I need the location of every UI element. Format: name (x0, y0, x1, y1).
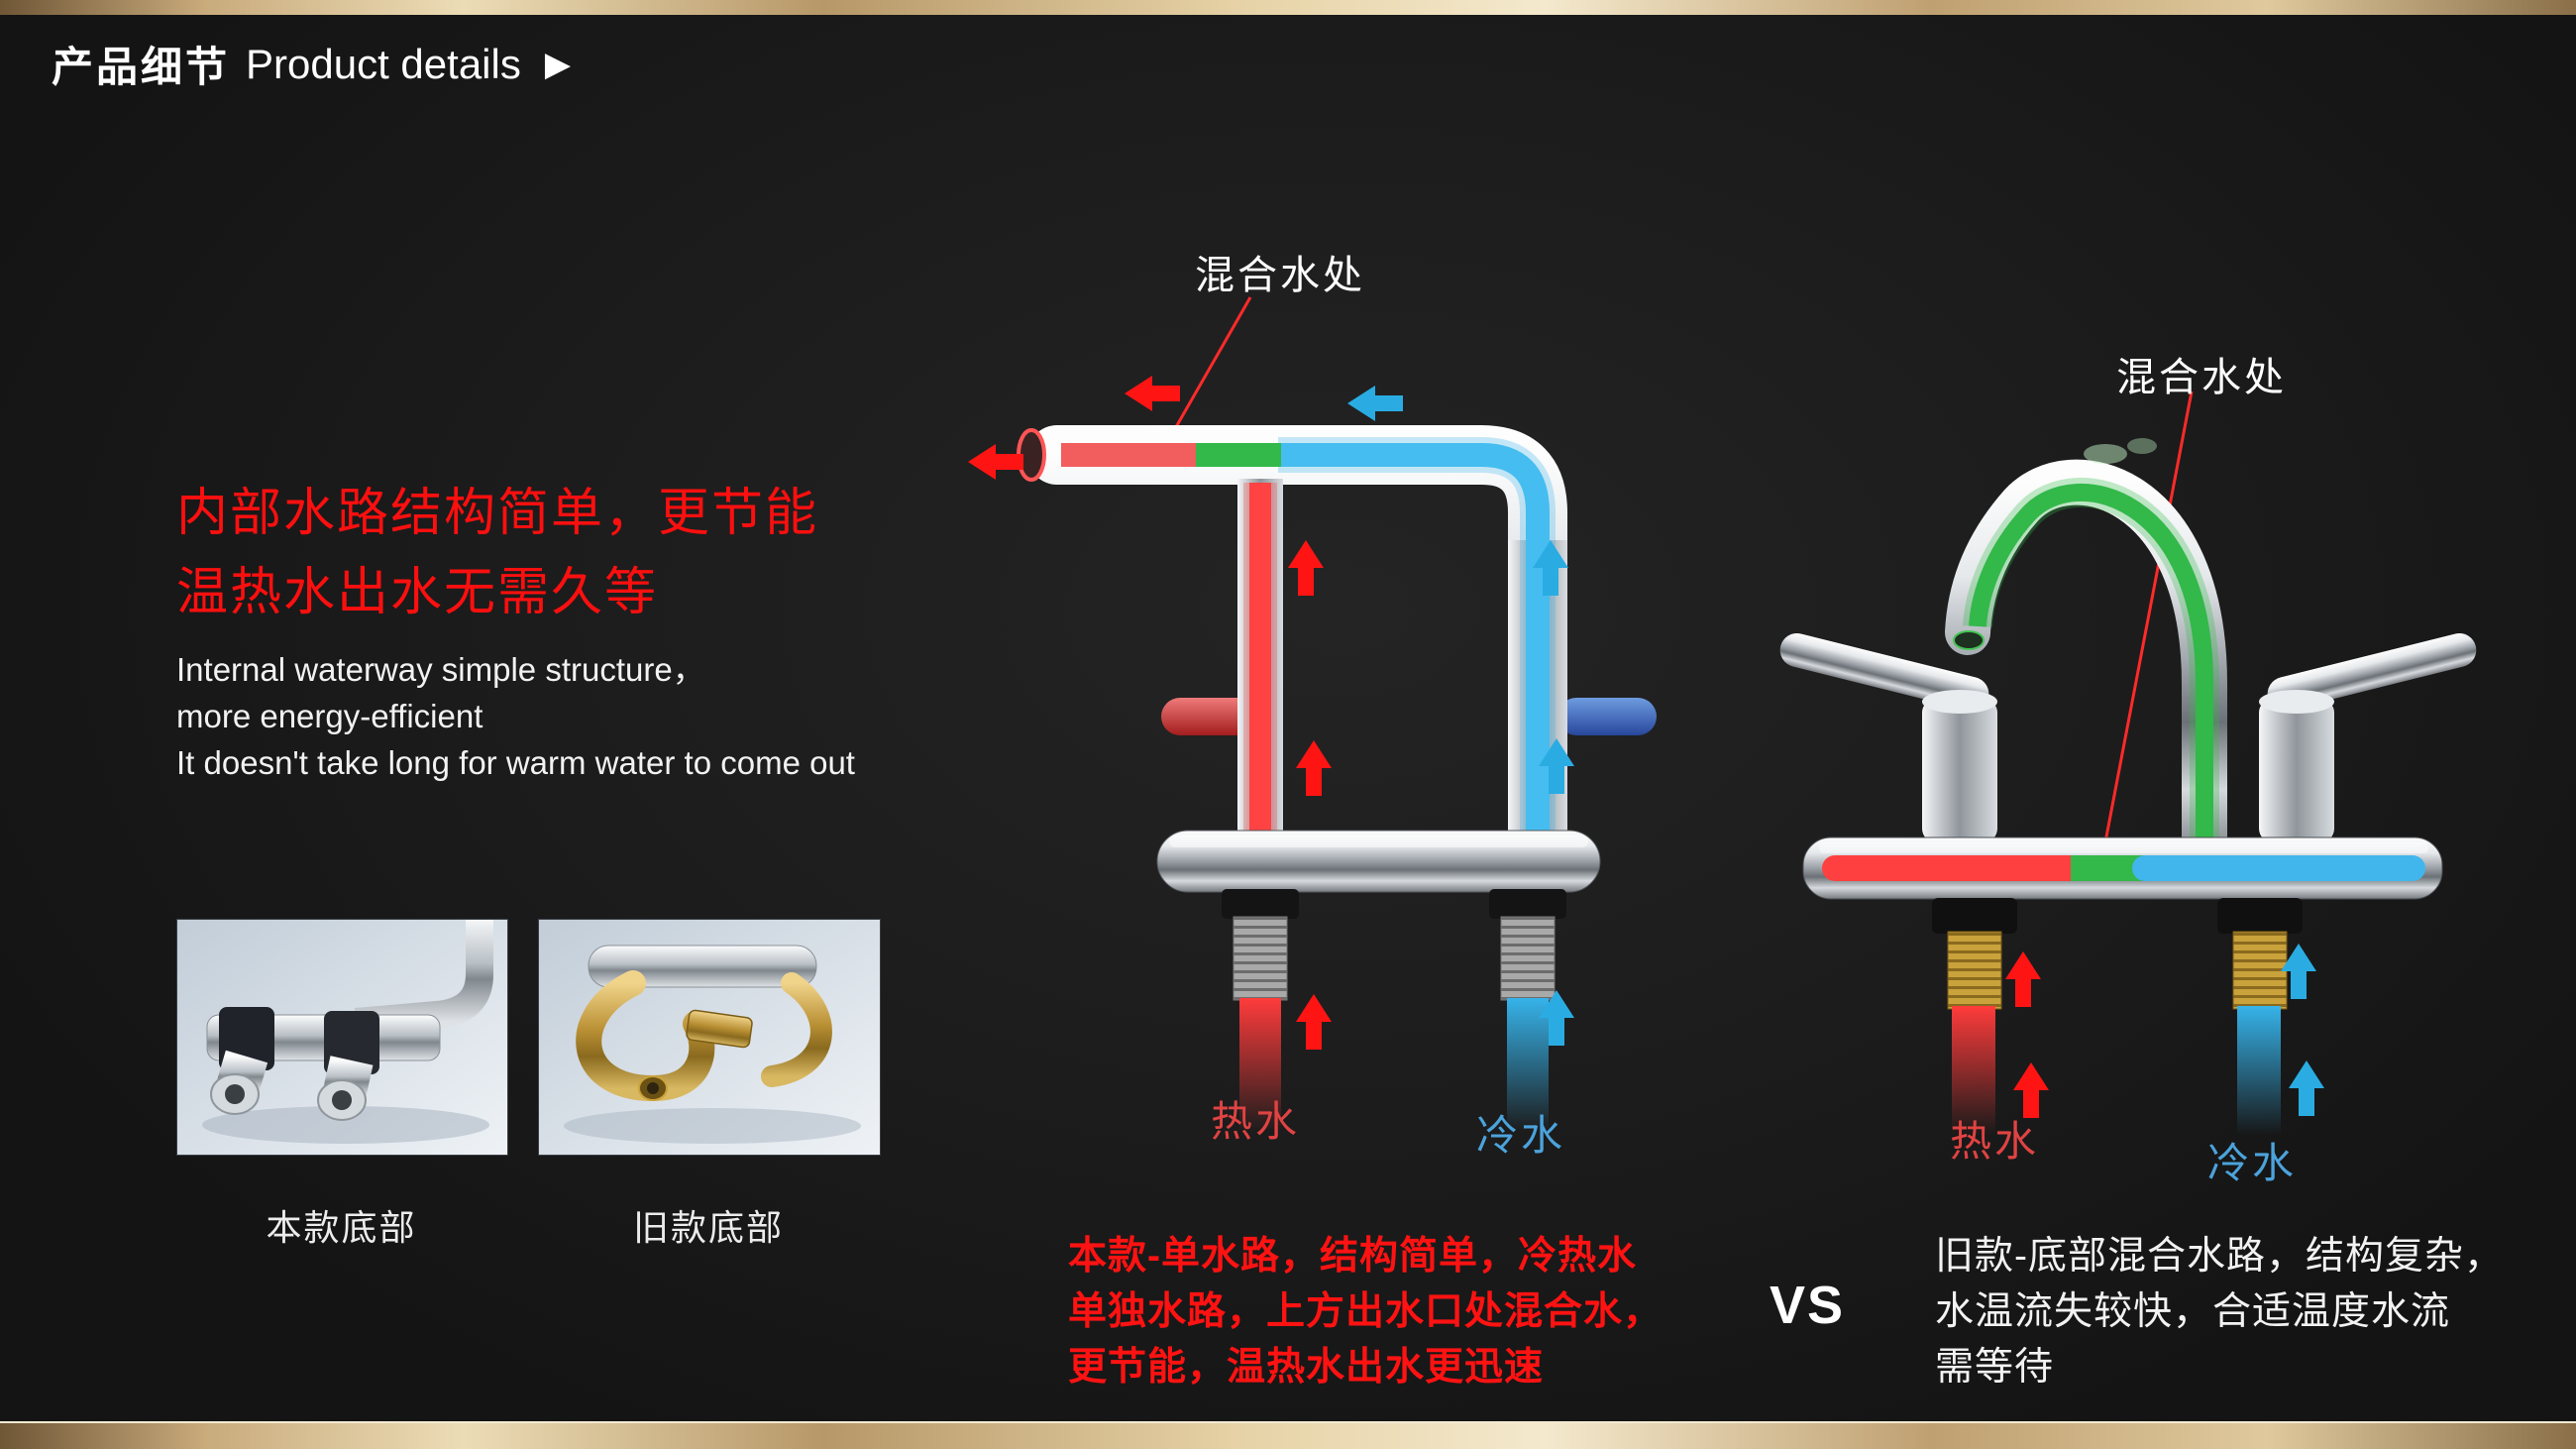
intro-body-line3: It doesn't take long for warm water to c… (176, 744, 855, 781)
new-model-caption-line2: 单独水路，上方出水口处混合水， (1068, 1290, 1664, 1333)
handles (1161, 698, 1657, 735)
old-model-caption-line1: 旧款-底部混合水路，结构复杂， (1935, 1235, 2504, 1278)
intro-body-line2: more energy-efficient (176, 698, 483, 734)
new-model-caption-line3: 更节能，温热水出水更迅速 (1068, 1346, 1545, 1389)
intro-heading-line1: 内部水路结构简单，更节能 (176, 485, 819, 542)
supply-shanks (1932, 898, 2303, 1135)
old-model-bottom-illustration (539, 920, 880, 1155)
new-model-caption: 本款-单水路，结构简单，冷热水 单独水路，上方出水口处混合水， 更节能，温热水出… (1068, 1229, 1663, 1395)
old-model-caption: 旧款-底部混合水路，结构复杂， 水温流失较快，合适温度水流 需等待 (1935, 1229, 2504, 1395)
old-model-cold-label: 冷水 (2207, 1140, 2298, 1186)
old-model-caption-line2: 水温流失较快，合适温度水流 (1935, 1290, 2451, 1333)
page-title-en: Product details (246, 40, 521, 87)
new-model-bottom-photo (176, 919, 508, 1156)
hot-flow-arrow-icons (2005, 951, 2049, 1118)
page-header: 产品细节 Product details ▶ (52, 34, 571, 94)
supply-shanks (1222, 889, 1566, 1132)
old-model-faucet-diagram (1773, 357, 2507, 1170)
new-model-bottom-illustration (177, 920, 507, 1155)
new-model-faucet-diagram (926, 243, 1689, 1155)
base-plate (1156, 830, 1601, 893)
page-title-zh: 产品细节 (52, 44, 231, 90)
spout-arch (1945, 438, 2227, 880)
old-model-photo-caption: 旧款底部 (632, 1207, 784, 1248)
intro-heading: 内部水路结构简单，更节能 温热水出水无需久等 (176, 474, 818, 632)
intro-heading-line2: 温热水出水无需久等 (176, 564, 659, 621)
old-model-bottom-photo (538, 919, 881, 1156)
old-model-caption-line3: 需等待 (1935, 1346, 2055, 1389)
mix-leader-line (2101, 390, 2194, 853)
new-model-mix-label: 混合水处 (1195, 254, 1365, 297)
old-model-hot-label: 热水 (1950, 1118, 2040, 1165)
bottom-border (0, 1421, 2576, 1449)
intro-body: Internal waterway simple structure， more… (176, 646, 855, 786)
cold-water-channel (1278, 437, 1556, 833)
hot-water-channel (1017, 428, 1277, 833)
new-model-hot-label: 热水 (1211, 1098, 1301, 1145)
new-model-cold-label: 冷水 (1476, 1112, 1566, 1159)
handles (1779, 632, 2477, 842)
new-model-photo-caption: 本款底部 (266, 1207, 417, 1248)
top-border (0, 0, 2576, 15)
faucet-body (1027, 425, 1567, 865)
cold-flow-arrow-icons (2281, 944, 2324, 1116)
vs-label: VS (1770, 1276, 1846, 1335)
new-model-caption-line1: 本款-单水路，结构简单，冷热水 (1068, 1235, 1637, 1278)
old-model-mix-label: 混合水处 (2116, 356, 2287, 399)
play-arrow-icon: ▶ (544, 45, 571, 83)
intro-body-line1: Internal waterway simple structure， (176, 651, 705, 688)
